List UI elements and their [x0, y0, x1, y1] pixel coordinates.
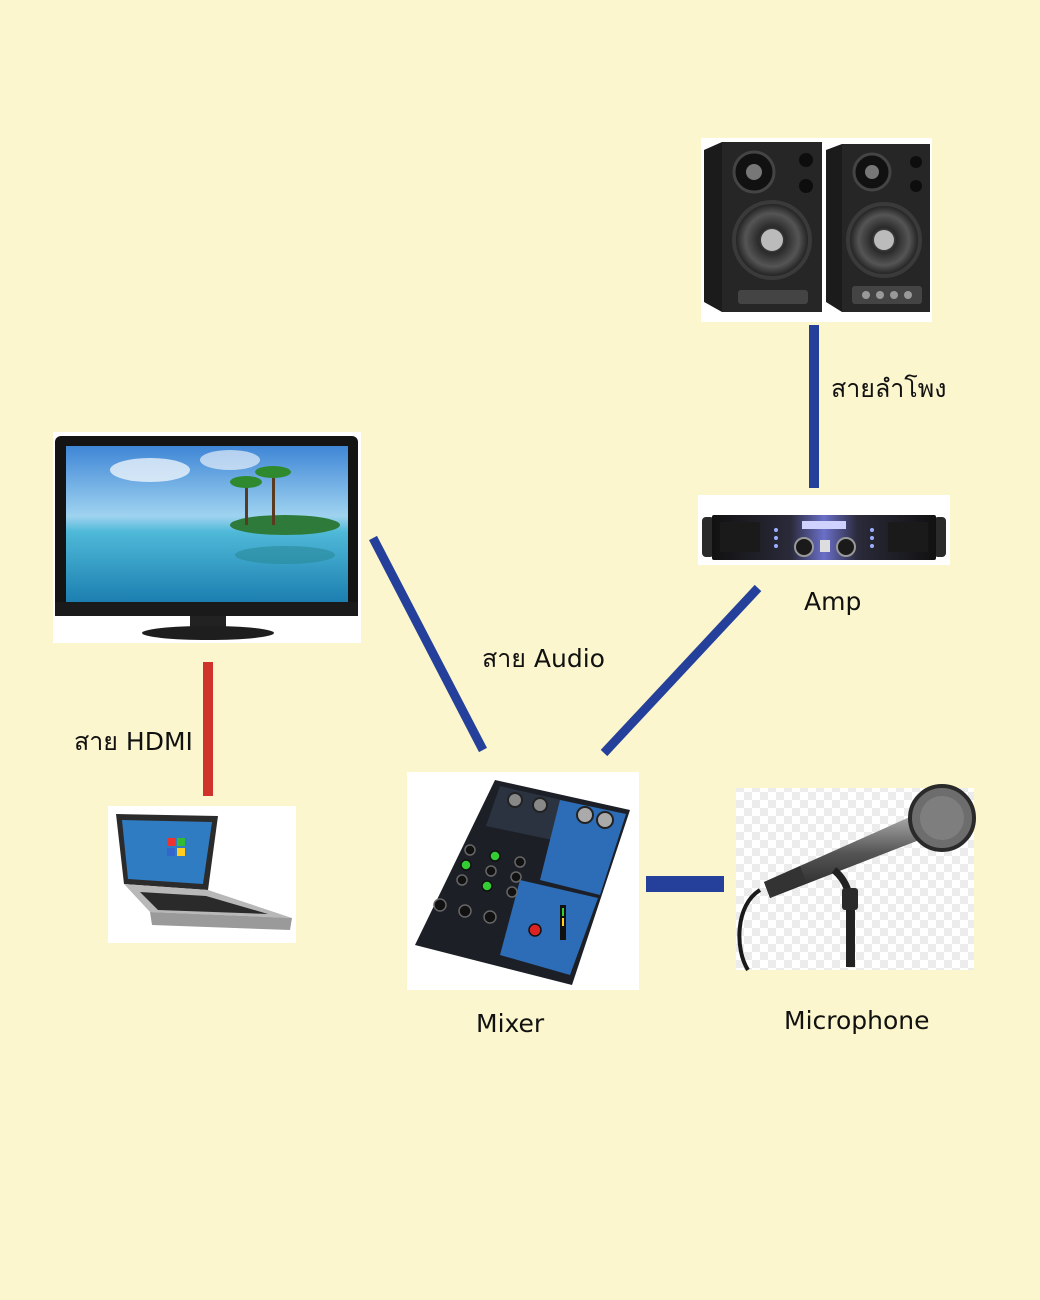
mixer-icon	[407, 772, 639, 990]
audio-cable-amp-mixer	[600, 584, 762, 757]
hdmi-cable-label: สาย HDMI	[74, 727, 193, 756]
microphone-label: Microphone	[784, 1006, 930, 1035]
speaker-pair-icon	[701, 138, 932, 322]
amplifier-icon	[698, 495, 950, 565]
tv-icon	[53, 432, 361, 643]
mixer-label: Mixer	[476, 1009, 545, 1038]
laptop-icon	[108, 806, 296, 943]
audio-cable-label: สาย Audio	[482, 644, 605, 673]
microphone-icon	[736, 784, 976, 972]
audio-cable-tv-mixer	[369, 535, 487, 753]
speaker-cable-label: สายลำโพง	[831, 374, 947, 403]
amp-label: Amp	[804, 587, 862, 616]
